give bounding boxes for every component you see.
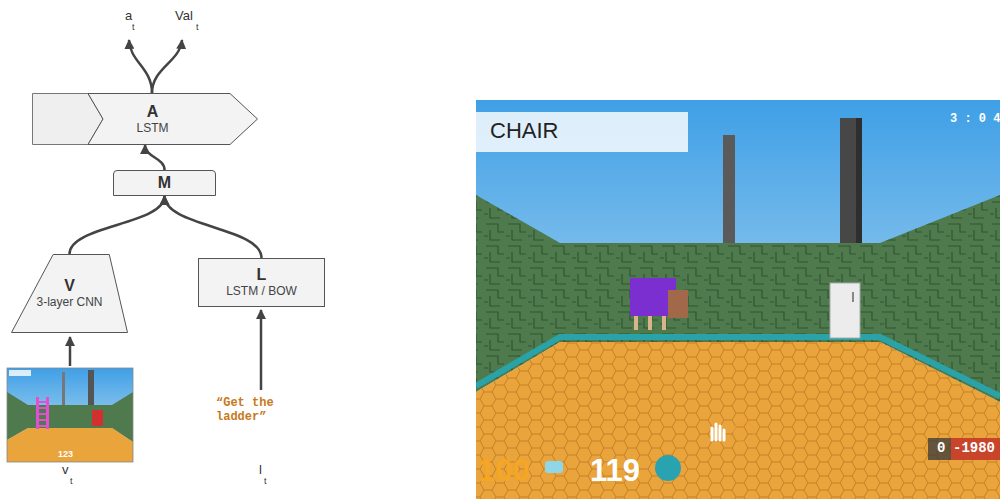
lstm-band: ALSTM <box>32 93 258 145</box>
hud-text: 123 <box>58 449 73 460</box>
module-letter: V <box>64 277 75 295</box>
hud-text: -1980 <box>953 440 995 457</box>
connector-arrow <box>145 145 165 170</box>
symbol-label: t <box>264 476 267 487</box>
module-letter: A <box>147 103 159 121</box>
node-outline <box>32 93 258 145</box>
connector-arrow <box>70 196 165 254</box>
module-letter: M <box>158 174 171 192</box>
symbol-label: a <box>125 8 132 24</box>
node-content: V3-layer CNN <box>31 254 108 333</box>
symbol-label: t <box>132 22 135 33</box>
symbol-label: t <box>70 476 73 487</box>
instruction-text: “Get the ladder” <box>216 396 300 424</box>
symbol-label: l <box>259 462 262 478</box>
hud-text: 3 : 0 4 <box>950 112 1000 126</box>
node-content: M <box>113 170 216 196</box>
box-outline <box>199 259 325 307</box>
merge-box: M <box>113 170 216 196</box>
trapezoid-outline <box>12 255 128 333</box>
module-letter: L <box>257 266 267 284</box>
symbol-label: t <box>196 22 199 33</box>
language-box: LLSTM / BOW <box>198 258 325 307</box>
module-label: LSTM / BOW <box>226 284 297 299</box>
cnn-trapezoid: V3-layer CNN <box>11 254 128 333</box>
hud-text: 100 <box>478 452 530 489</box>
hud-text: CHAIR <box>490 118 558 144</box>
node-content: LLSTM / BOW <box>198 258 325 307</box>
symbol-label: Val <box>175 8 193 24</box>
band-segment <box>88 94 258 145</box>
connector-arrow <box>165 196 262 258</box>
symbol-label: v <box>62 462 69 478</box>
hud-text: 119 <box>590 452 640 489</box>
hud-text: 0 <box>937 440 945 457</box>
module-label: 3-layer CNN <box>36 295 102 310</box>
box-outline <box>114 171 216 196</box>
module-label: LSTM <box>136 121 168 136</box>
node-content: ALSTM <box>90 93 215 145</box>
